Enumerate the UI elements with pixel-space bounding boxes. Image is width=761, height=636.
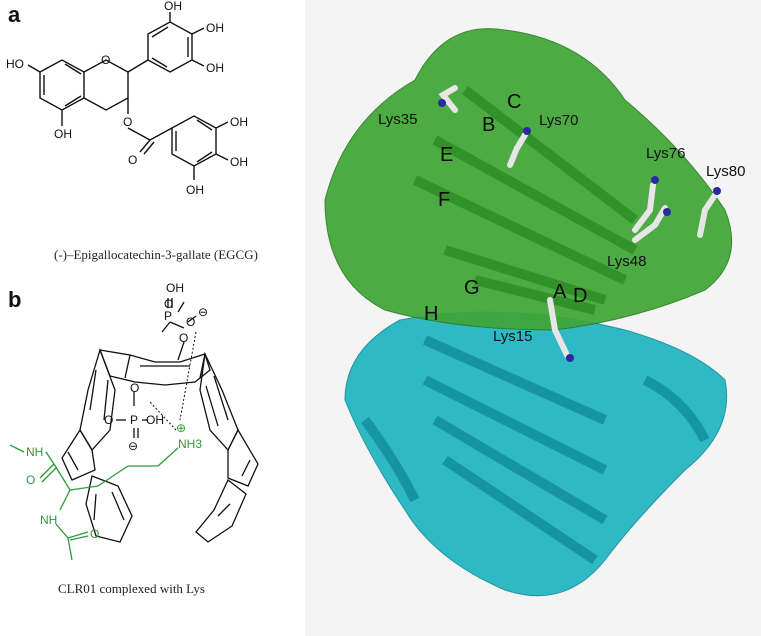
lys-o-amide: O [26,473,35,487]
clr01-p-mid: P [130,413,138,427]
strand-label-e: E [440,144,453,166]
egcg-o-ring: O [101,53,110,67]
strand-label-f: F [438,189,450,211]
lys15-label: Lys15 [493,328,532,345]
lys80-label: Lys80 [706,163,745,180]
strand-label-h: H [424,303,438,325]
protein-ribbon-image: A B C D E F G H Lys35 Lys70 Lys76 Lys80 … [305,0,761,636]
egcg-oh-right2: OH [206,61,224,75]
strand-label-d: D [573,285,587,307]
egcg-oh-top: OH [164,0,182,13]
clr01-structure: OH O P O ⊖ O O P OH O ⊖ ⊕ NH3 NH O NH O [9,281,259,561]
lys-nh-bottom: NH [40,513,57,527]
egcg-oh-gallate3: OH [186,183,204,197]
strand-label-g: G [464,277,480,299]
panel-a-letter: a [8,2,21,27]
panel-b-caption: CLR01 complexed with Lys [58,581,205,596]
egcg-o-carbonyl: O [128,153,137,167]
clr01-o2: O [186,315,195,329]
clr01-o1: O [164,297,173,311]
egcg-o-ester: O [123,115,132,129]
egcg-oh-bottom: OH [54,127,72,141]
egcg-oh-gallate2: OH [230,155,248,169]
lys-o-acetyl: O [90,527,99,541]
panel-a-caption: (-)–Epigallocatechin-3-gallate (EGCG) [54,247,258,262]
clr01-p-top: P [164,309,172,323]
panel-b-letter: b [8,287,22,312]
lys70-label: Lys70 [539,112,578,129]
egcg-structure: OH OH OH HO OH O O O OH OH OH [6,0,248,197]
clr01-o5: O [104,413,113,427]
clr01-oh-pmid: OH [146,413,164,427]
lys-nh-top: NH [26,445,43,459]
egcg-oh-right1: OH [206,21,224,35]
egcg-oh-gallate1: OH [230,115,248,129]
egcg-ho-left: HO [6,57,24,71]
clr01-oh-ptop: OH [166,281,184,295]
clr01-nh3: NH3 [178,437,202,451]
clr01-plus: ⊕ [176,421,186,435]
strand-label-b: B [482,114,495,136]
strand-label-a: A [553,281,567,303]
clr01-minus-top: ⊖ [198,305,208,319]
clr01-o3: O [179,331,188,345]
clr01-o4: O [130,381,139,395]
lys35-label: Lys35 [378,111,417,128]
strand-label-c: C [507,91,521,113]
lys48-label: Lys48 [607,253,646,270]
lys76-label: Lys76 [646,145,685,162]
clr01-minus-mid: ⊖ [128,439,138,453]
